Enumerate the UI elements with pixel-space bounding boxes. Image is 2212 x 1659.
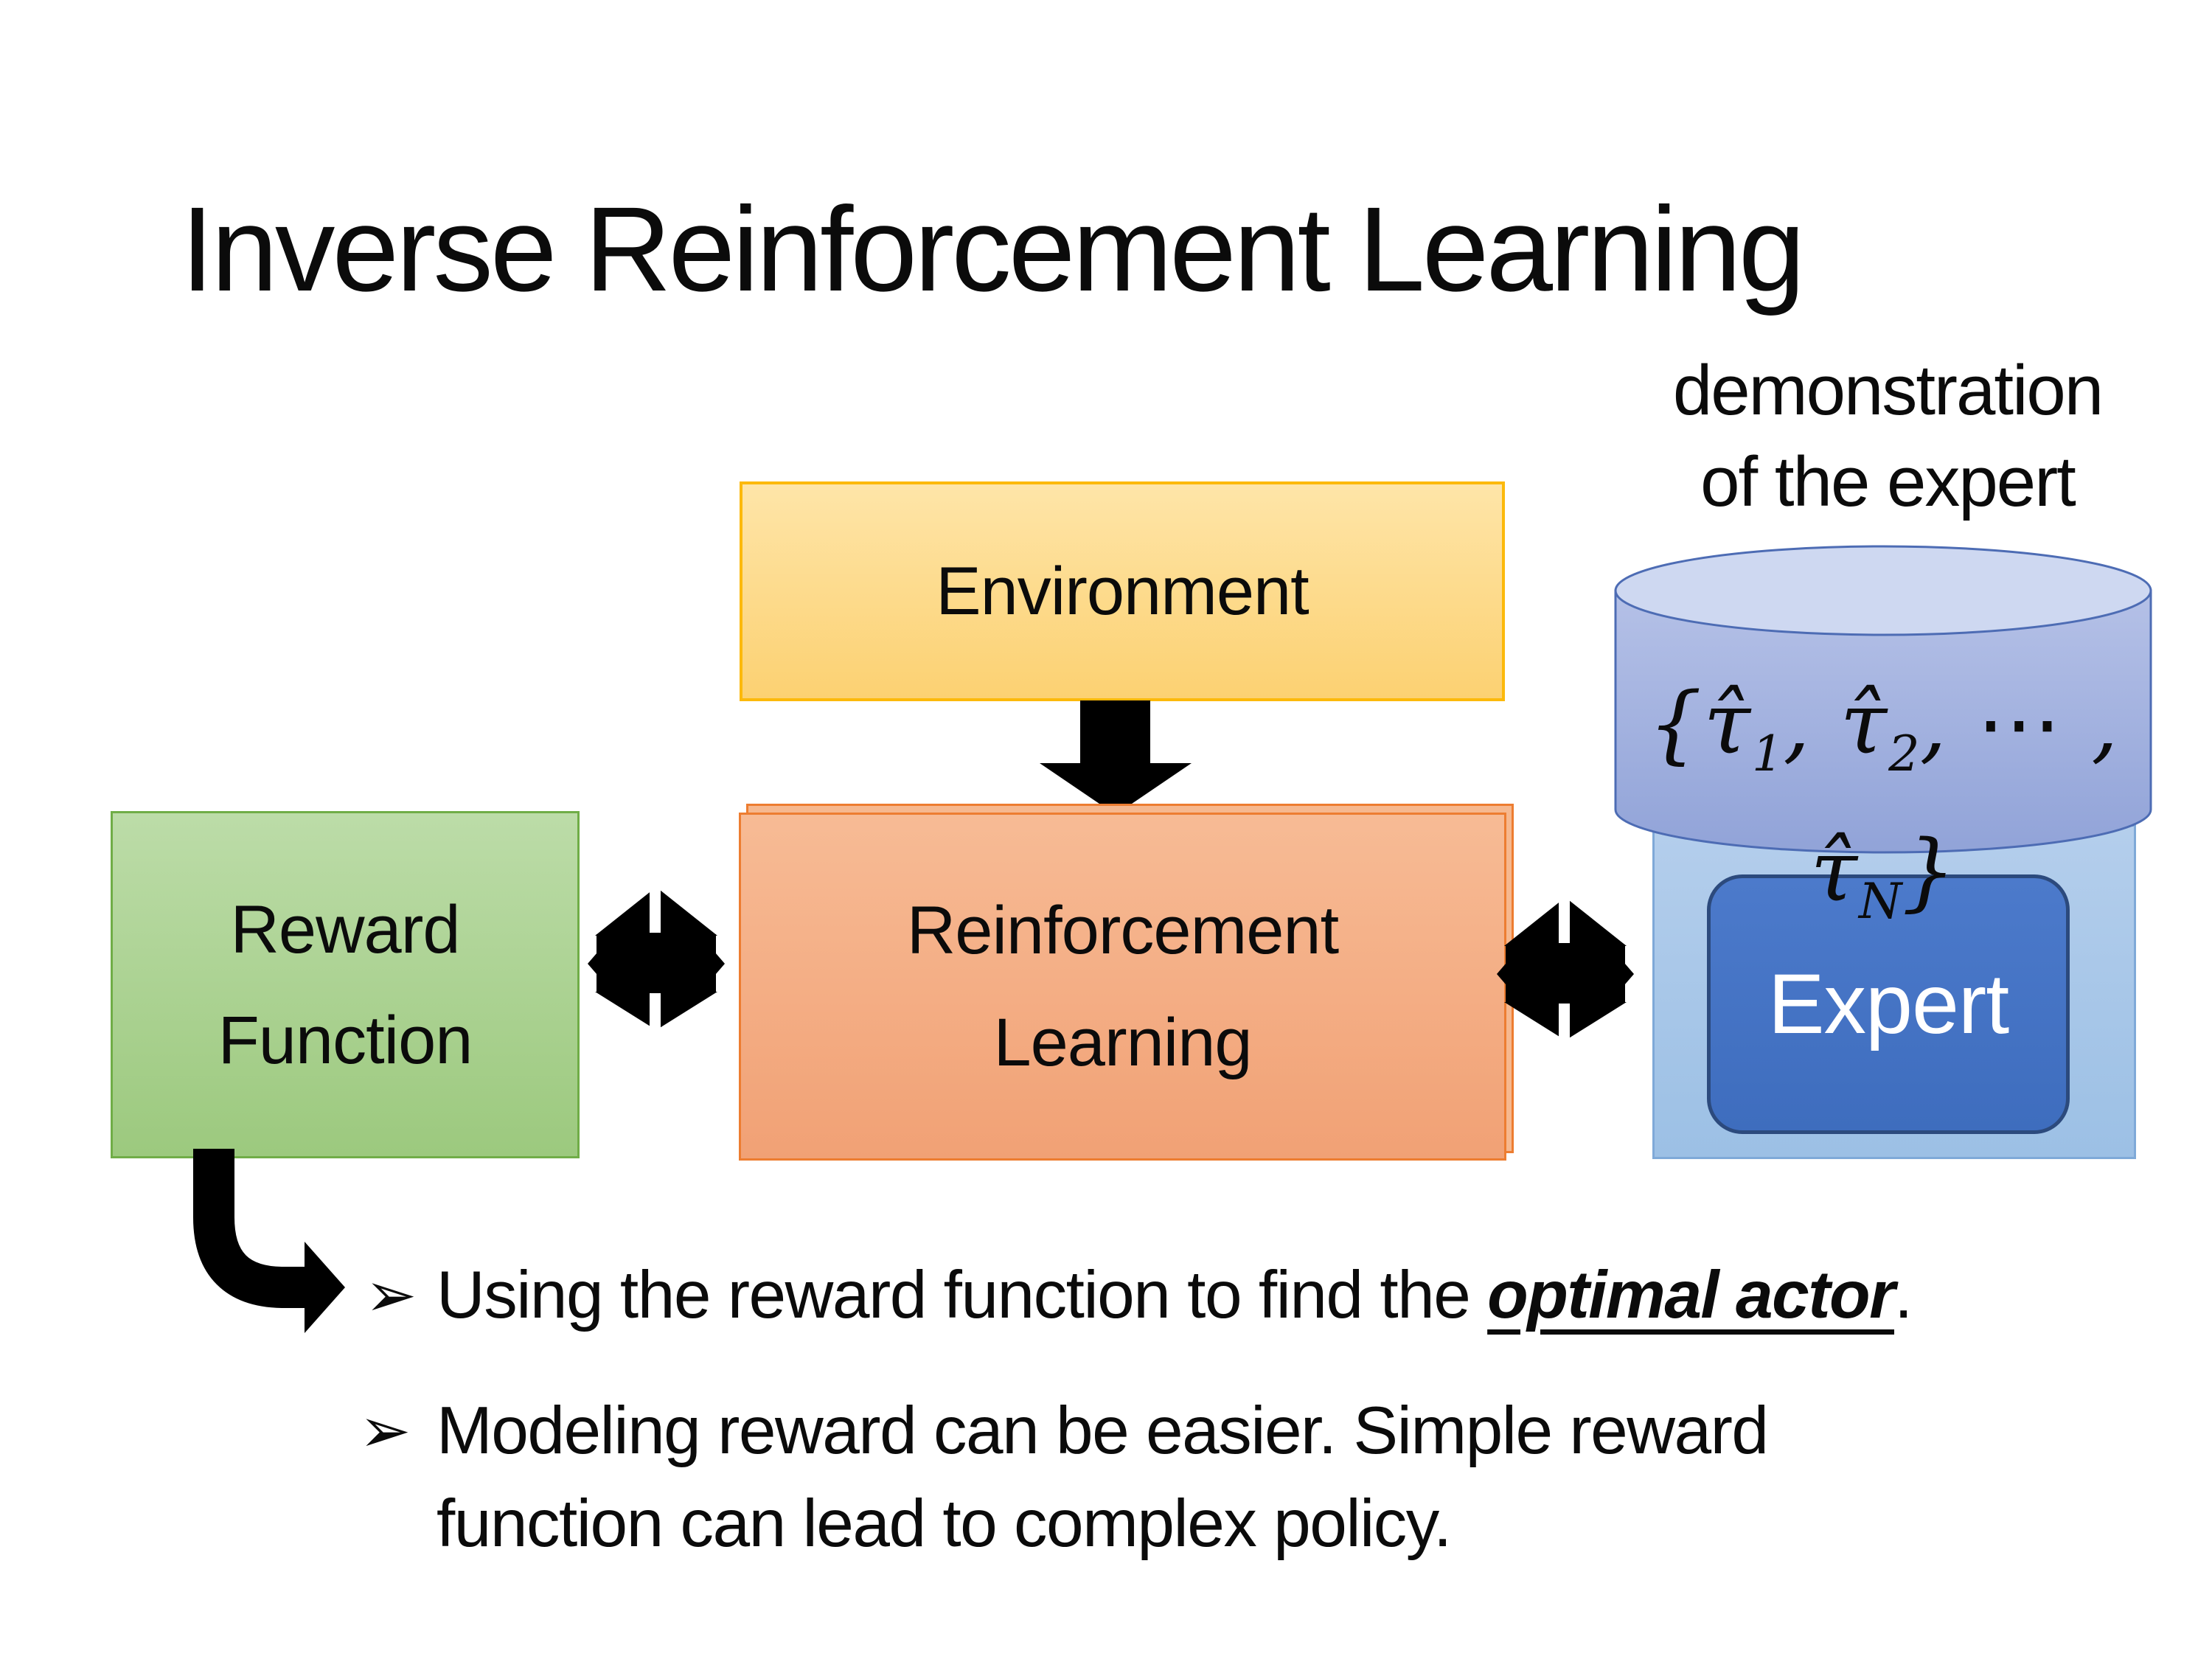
- page-title: Inverse Reinforcement Learning: [181, 181, 1805, 316]
- bullet-item-1-emphasis: optimal actor: [1487, 1258, 1895, 1332]
- reinforcement-learning-box: Reinforcement Learning: [739, 813, 1506, 1161]
- expert-box: Expert: [1707, 874, 2070, 1134]
- reinforcement-learning-label-line2: Learning: [993, 1005, 1252, 1080]
- bullet-arrow-icon: ➢: [359, 1394, 411, 1467]
- bullet-item-2: Modeling reward can be easier. Simple re…: [437, 1385, 1769, 1571]
- reward-function-label-line2: Function: [218, 1002, 473, 1078]
- reward-function-label-line1: Reward: [230, 891, 460, 967]
- reward-function-box: Reward Function: [111, 811, 580, 1158]
- environment-box-label: Environment: [936, 553, 1309, 629]
- bullet-item-1-period: .: [1894, 1258, 1913, 1332]
- bullet-item-1: Using the reward function to find the op…: [437, 1249, 1913, 1342]
- expert-box-label: Expert: [1767, 957, 2009, 1051]
- reinforcement-learning-label-line1: Reinforcement: [906, 893, 1339, 968]
- double-exchange-arrow-icon: [1497, 894, 1634, 1042]
- demonstration-label-line2: of the expert: [1700, 442, 2076, 521]
- database-cylinder-icon: [1614, 545, 2152, 854]
- environment-box: Environment: [740, 481, 1505, 701]
- trajectory-set-formula: {τ̂1, τ̂2, ⋯ , τ̂N}: [1648, 675, 2120, 930]
- bullet-item-2-line1: Modeling reward can be easier. Simple re…: [437, 1394, 1769, 1468]
- bullet-arrow-icon: ➢: [365, 1259, 417, 1331]
- bullet-item-2-line2: function can lead to complex policy.: [437, 1486, 1452, 1561]
- elbow-arrow-icon: [193, 1149, 345, 1333]
- demonstration-label-line1: demonstration: [1672, 351, 2104, 430]
- demonstration-label: demonstration of the expert: [1626, 345, 2149, 528]
- down-arrow-icon: [1040, 700, 1192, 815]
- bullet-item-1-text: Using the reward function to find the: [437, 1258, 1488, 1332]
- double-exchange-arrow-icon: [588, 884, 725, 1032]
